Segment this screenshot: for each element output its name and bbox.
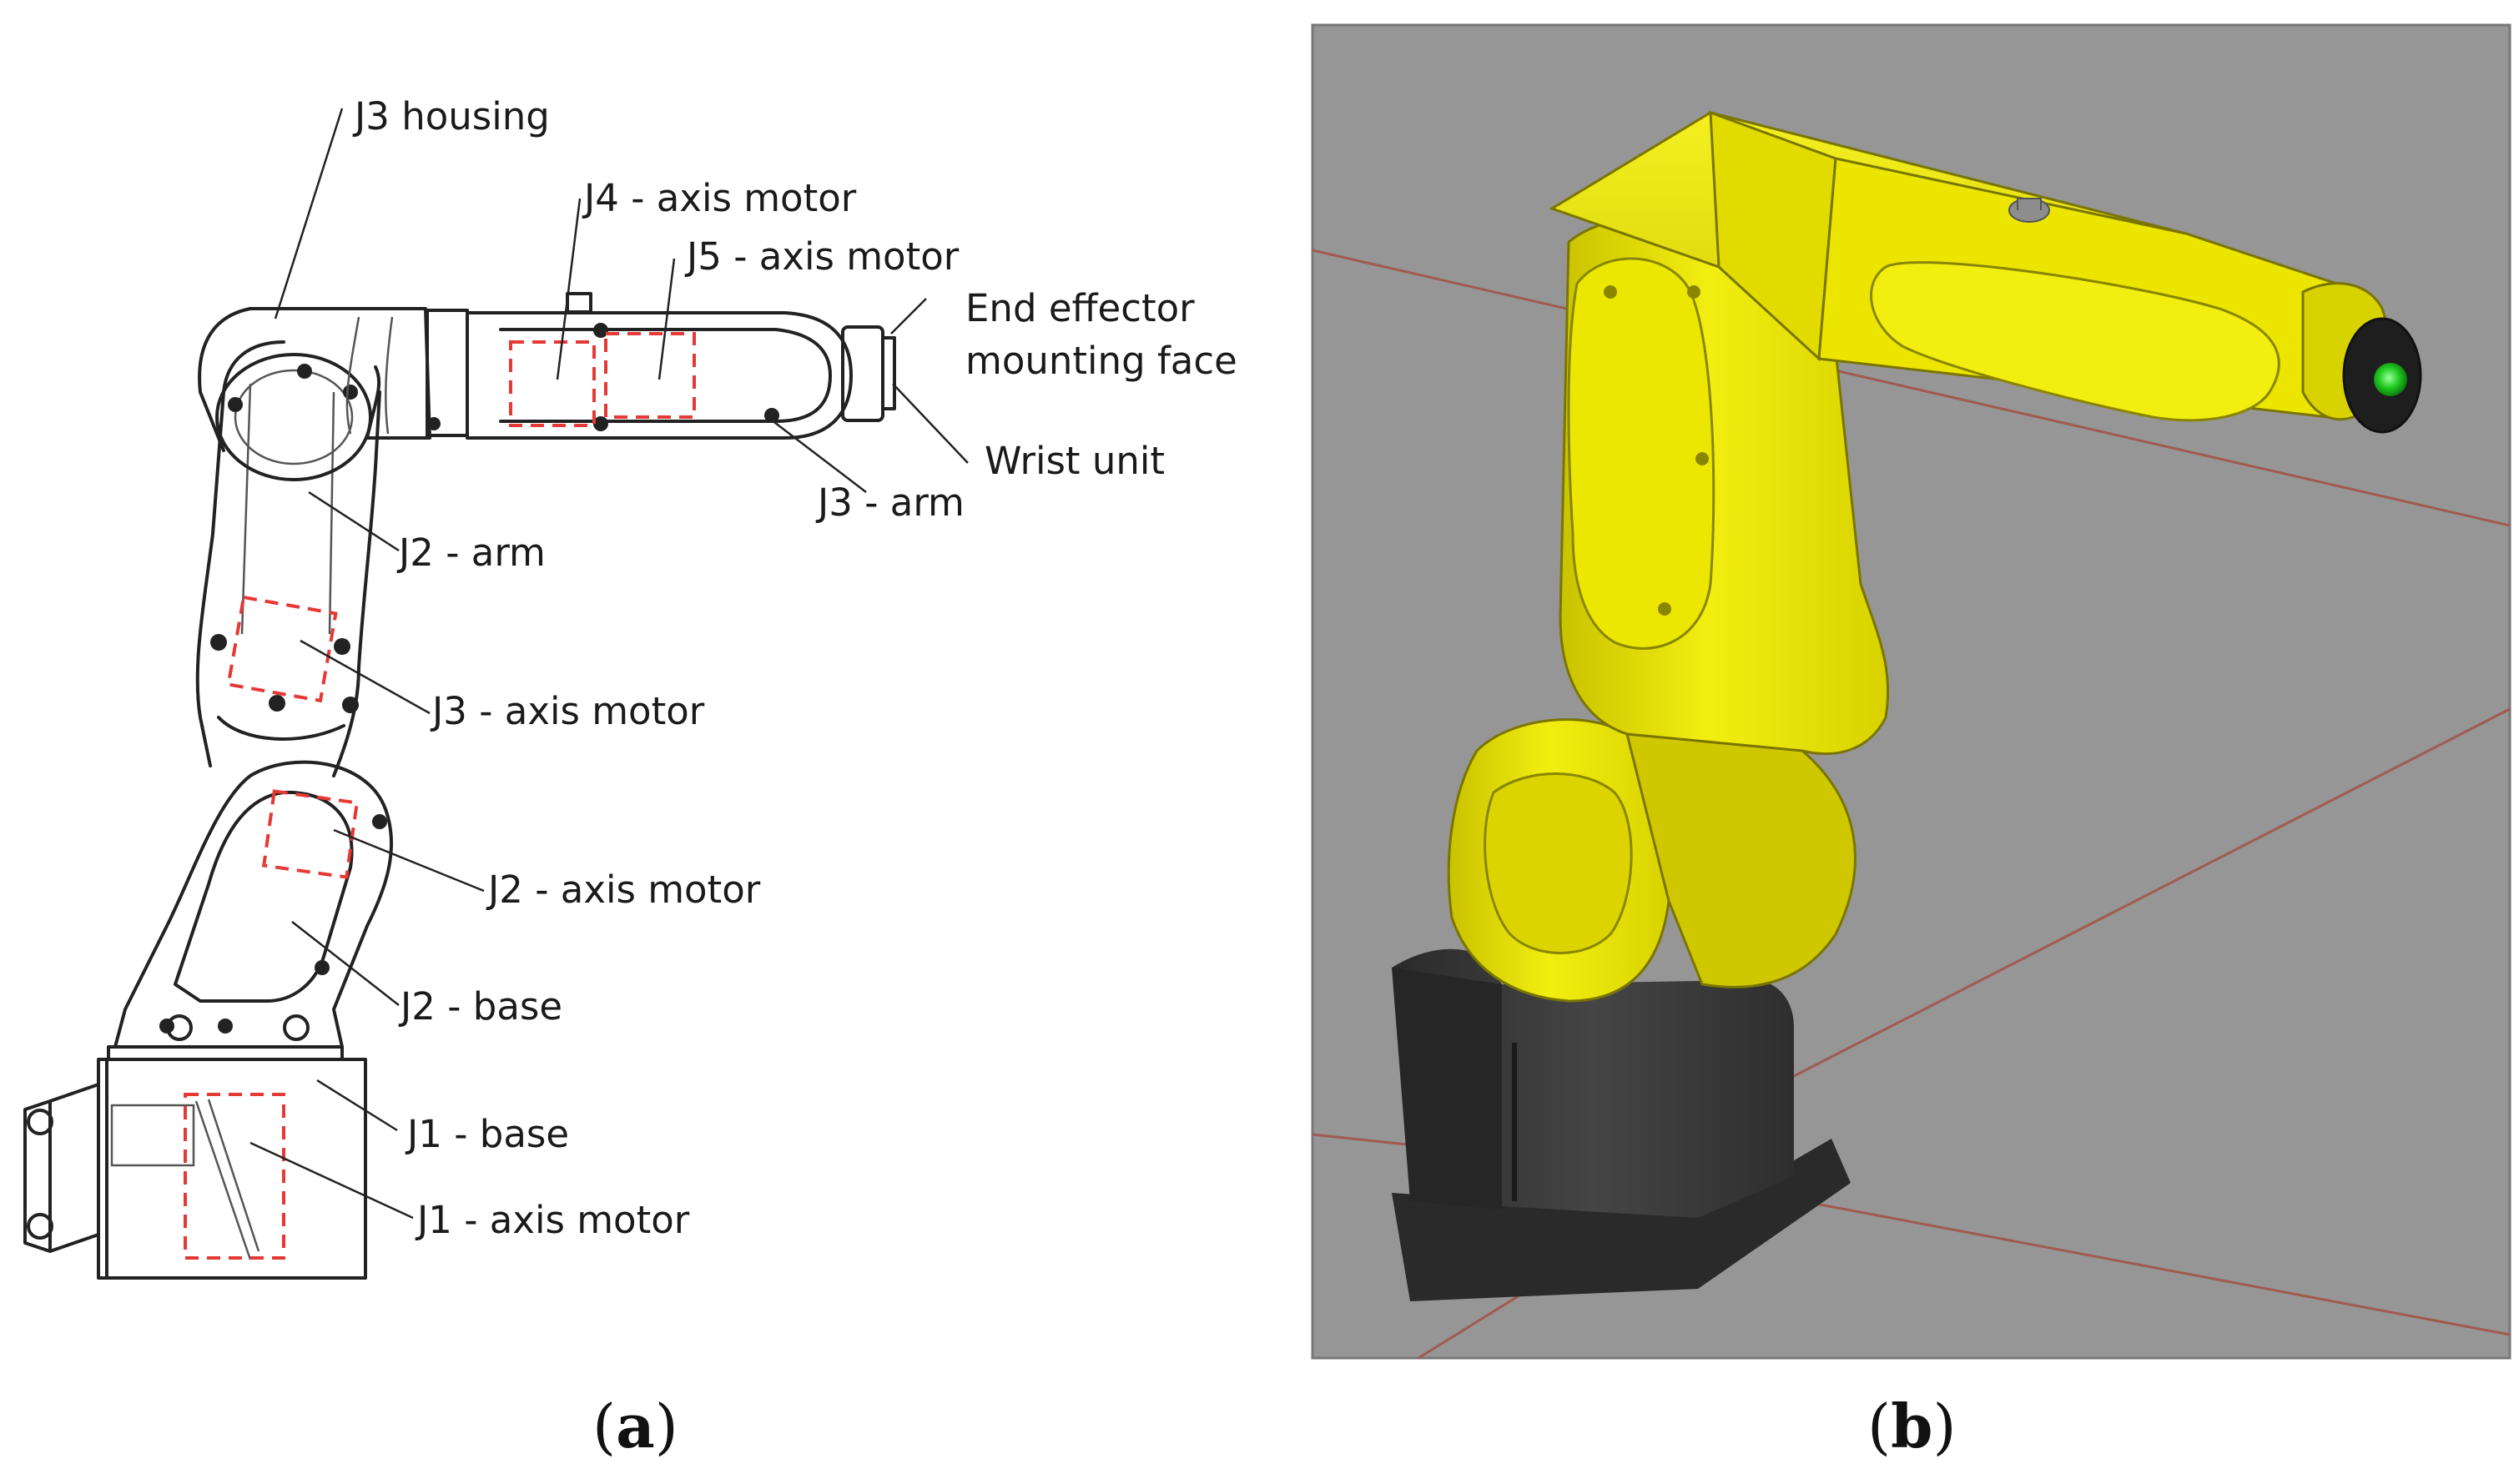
robot-forearm-3d: [1549, 110, 2355, 422]
j1-base-drawing: [23, 1045, 367, 1280]
label-j1-axis-motor: J1 - axis motor: [415, 1198, 690, 1242]
j2-arm-drawing: [195, 340, 381, 777]
label-j5-axis-motor: J5 - axis motor: [684, 234, 960, 279]
j2-base-drawing: [113, 760, 393, 1049]
label-j2-axis-motor: J2 - axis motor: [486, 868, 761, 912]
robot-wrist-3d: [2301, 282, 2422, 434]
indicator-green-icon: [2374, 363, 2407, 396]
label-j3-arm: J3 - arm: [815, 480, 965, 525]
robot-base-3d: [1392, 948, 1851, 1301]
label-j3-housing: J3 housing: [352, 94, 550, 138]
j3-housing-drawing: [198, 307, 431, 481]
label-j2-base: J2 - base: [398, 984, 562, 1029]
leader-lines: [249, 108, 969, 1220]
panel-b-render: (b): [1311, 23, 2511, 1461]
label-end-effector-line1: End effector: [965, 286, 1195, 330]
j5-motor-outline: [604, 332, 696, 419]
label-j2-arm: J2 - arm: [396, 531, 546, 575]
label-j4-axis-motor: J4 - axis motor: [582, 176, 857, 220]
robot-lower-arm-3d: [1447, 718, 1857, 1003]
j2-motor-outline: [261, 789, 360, 879]
label-end-effector-line2: mounting face: [965, 339, 1237, 383]
robot-upper-arm-3d: [1559, 218, 1890, 756]
label-j1-base: J1 - base: [405, 1112, 569, 1156]
caption-b: (b): [1867, 1391, 1957, 1461]
label-wrist-unit: Wrist unit: [985, 439, 1165, 483]
label-j3-axis-motor: J3 - axis motor: [430, 689, 705, 733]
caption-a: (a): [592, 1391, 678, 1461]
j4-motor-outline: [509, 340, 596, 427]
j3-motor-outline: [226, 595, 338, 703]
panel-a-drawing: J3 housing J4 - axis motor J5 - axis mot…: [23, 94, 1237, 1461]
j1-motor-outline: [184, 1093, 285, 1260]
